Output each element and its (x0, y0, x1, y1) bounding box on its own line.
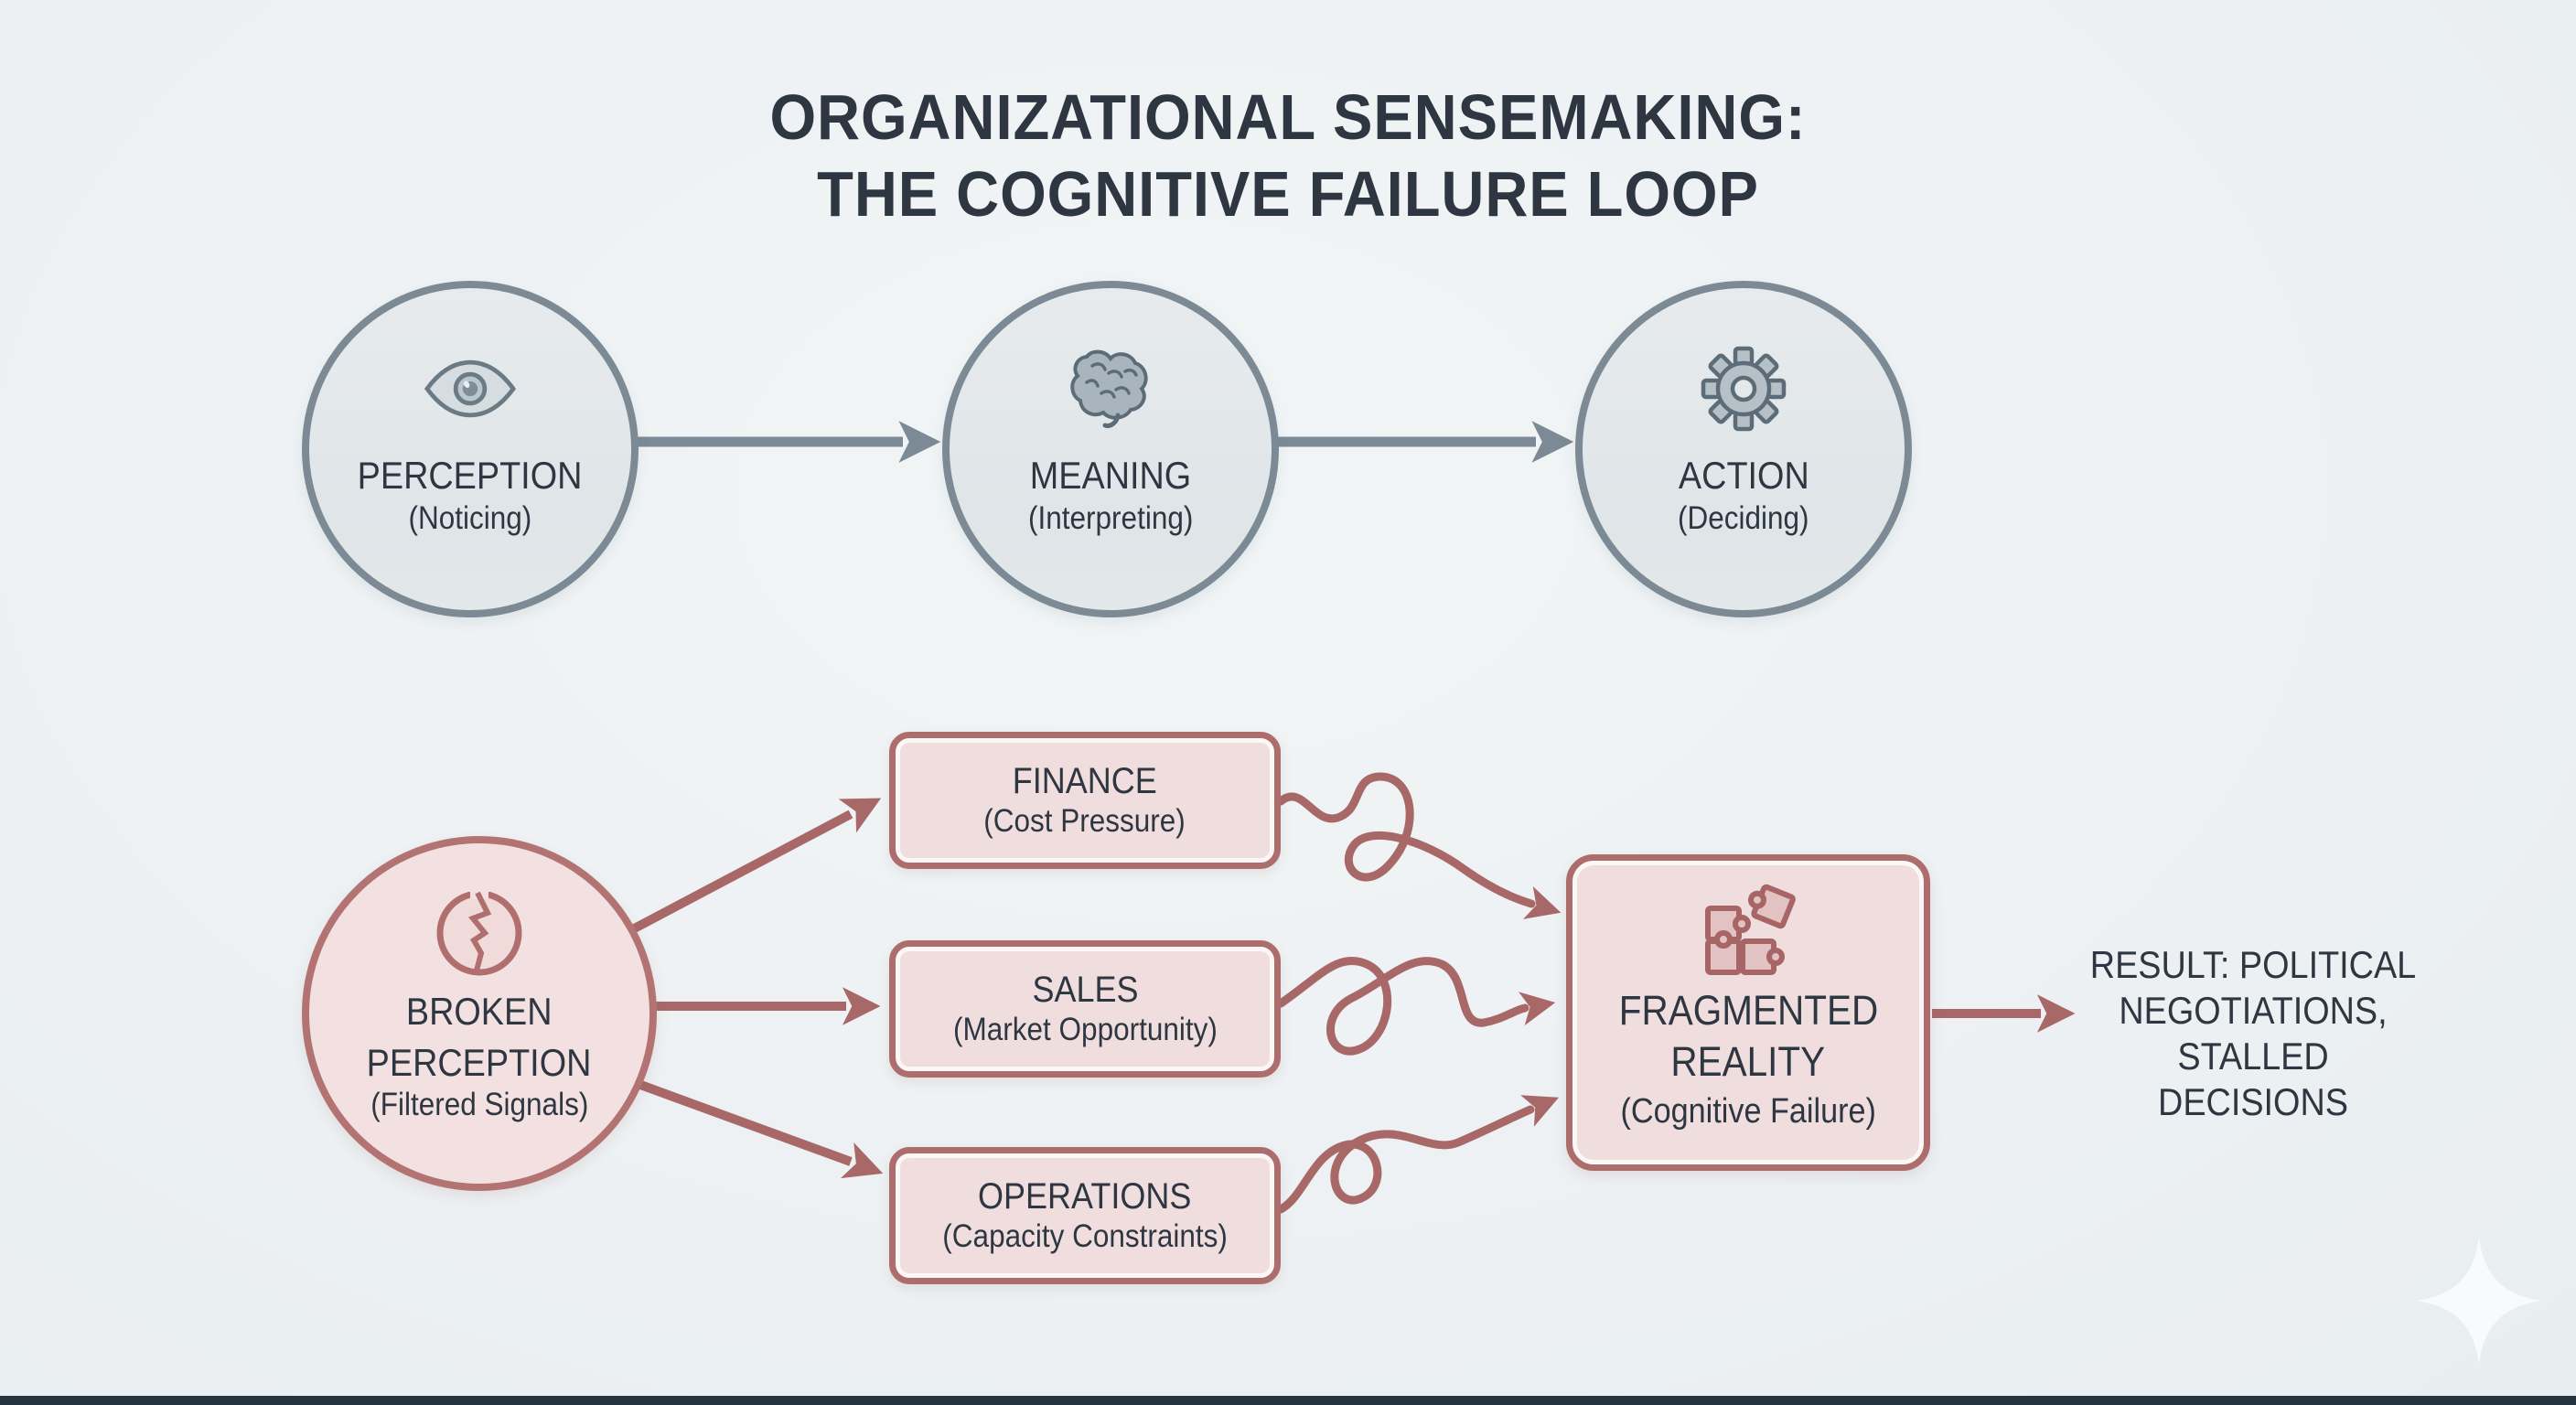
result-line-1: RESULT: POLITICAL (2089, 943, 2417, 986)
title-line-2: THE COGNITIVE FAILURE LOOP (817, 158, 1759, 230)
gear-icon (1700, 341, 1787, 436)
node-label: ACTION (1678, 454, 1809, 497)
sparkle-icon (2415, 1237, 2543, 1369)
box-label-line-1: FRAGMENTED (1618, 987, 1878, 1034)
node-action: ACTION (Deciding) (1575, 281, 1912, 617)
node-meaning: MEANING (Interpreting) (942, 281, 1279, 617)
bottom-bar (0, 1396, 2576, 1405)
node-sublabel: (Interpreting) (1027, 500, 1194, 536)
squiggle-finance-to-sink (1276, 772, 1562, 919)
box-label: OPERATIONS (978, 1176, 1192, 1217)
arrow-source-to-operations (624, 1075, 884, 1179)
node-broken-perception: BROKEN PERCEPTION (Filtered Signals) (302, 836, 657, 1191)
box-fragmented-reality: FRAGMENTED REALITY (Cognitive Failure) (1566, 854, 1930, 1171)
node-perception: PERCEPTION (Noticing) (302, 281, 639, 617)
box-finance: FINANCE (Cost Pressure) (889, 732, 1281, 869)
box-sublabel: (Market Opportunity) (952, 1012, 1218, 1047)
node-label: PERCEPTION (358, 454, 583, 497)
result-line-2: NEGOTIATIONS, (2119, 989, 2388, 1032)
brain-icon (1065, 341, 1156, 436)
node-sublabel: (Deciding) (1678, 500, 1809, 536)
box-sublabel: (Cost Pressure) (983, 803, 1186, 839)
node-label-line-1: BROKEN (406, 990, 553, 1033)
puzzle-icon (1695, 883, 1801, 985)
eye-icon (424, 341, 516, 436)
node-label: MEANING (1029, 454, 1192, 497)
box-label: SALES (1031, 970, 1139, 1010)
node-sublabel: (Filtered Signals) (370, 1087, 589, 1122)
page-title: ORGANIZATIONAL SENSEMAKING: THE COGNITIV… (91, 79, 2486, 232)
squiggle-sales-to-sink (1276, 956, 1556, 1056)
box-sales: SALES (Market Opportunity) (889, 940, 1281, 1078)
arrow-source-to-finance (623, 798, 882, 938)
broken-circle-icon (432, 884, 527, 982)
box-label: FINANCE (1012, 761, 1158, 801)
squiggle-operations-to-sink (1276, 1095, 1560, 1214)
result-text: RESULT: POLITICAL NEGOTIATIONS, STALLED … (2085, 942, 2422, 1125)
box-label-line-2: REALITY (1670, 1038, 1826, 1085)
result-line-3: STALLED DECISIONS (2158, 1035, 2348, 1123)
title-line-1: ORGANIZATIONAL SENSEMAKING: (769, 81, 1807, 153)
box-sublabel: (Capacity Constraints) (942, 1218, 1228, 1254)
node-label-line-2: PERCEPTION (367, 1041, 592, 1084)
box-sublabel: (Cognitive Failure) (1620, 1092, 1876, 1131)
box-operations: OPERATIONS (Capacity Constraints) (889, 1147, 1281, 1284)
node-sublabel: (Noticing) (408, 500, 532, 536)
